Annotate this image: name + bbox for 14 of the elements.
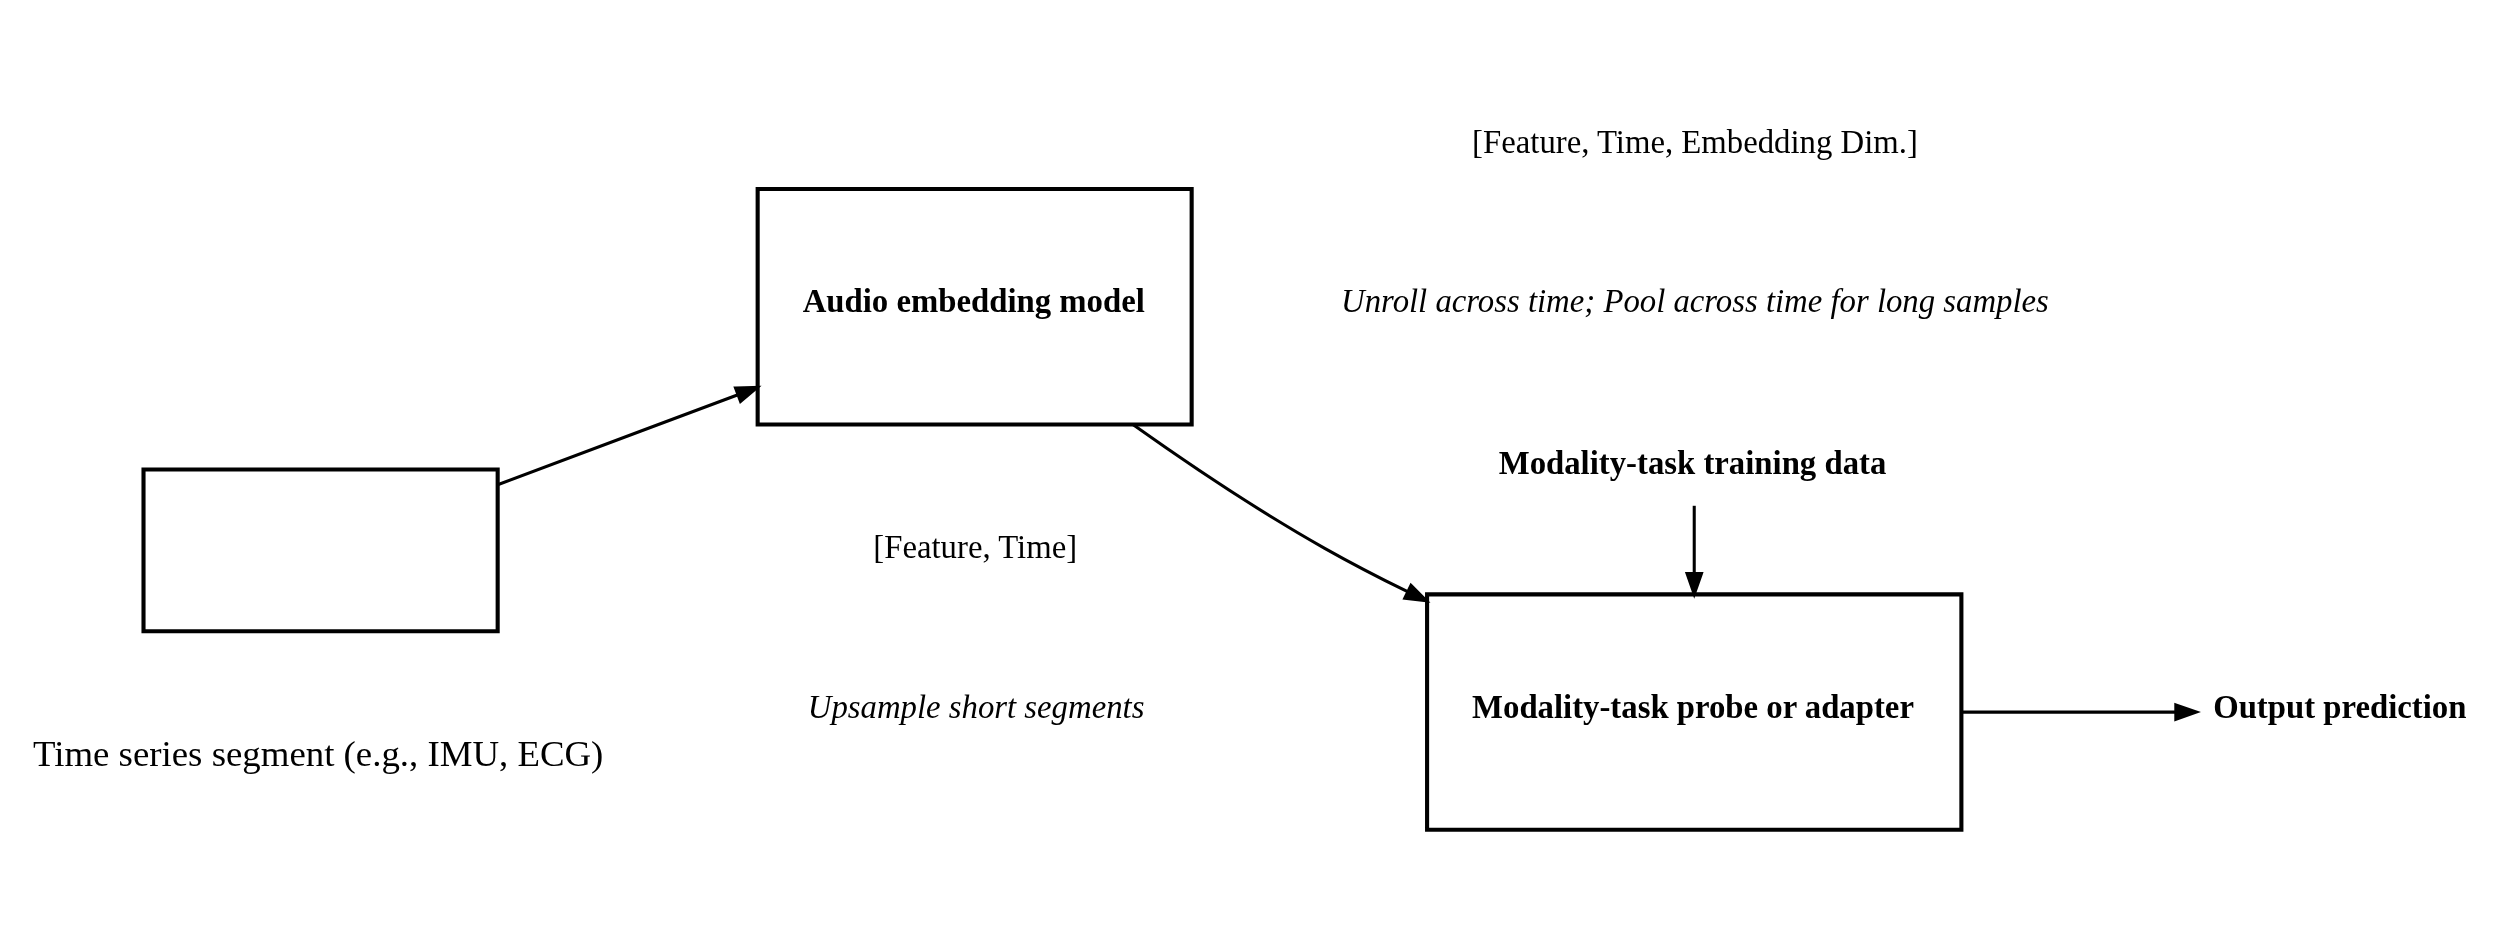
- node-box: Modality-task probe or adapter: [1425, 592, 1964, 832]
- arrow: [1684, 505, 1704, 599]
- arrow: [1132, 423, 1431, 603]
- arrow: [1961, 702, 2201, 722]
- node-label: Time series segment (e.g., IMU, ECG): [32, 733, 604, 775]
- node-text: Modality-task training data: [1498, 445, 1887, 482]
- label: Upsample short segments: [807, 688, 1145, 725]
- label: [Feature, Time]: [873, 529, 1078, 566]
- label: Unroll across time; Pool across time for long samples: [1341, 283, 2049, 320]
- node-box: [141, 467, 500, 634]
- node-text: Output prediction: [2213, 688, 2467, 725]
- arrow: [497, 385, 762, 487]
- label: [Feature, Time, Embedding Dim.]: [1472, 123, 1918, 160]
- node-box: Audio embedding model: [755, 187, 1194, 427]
